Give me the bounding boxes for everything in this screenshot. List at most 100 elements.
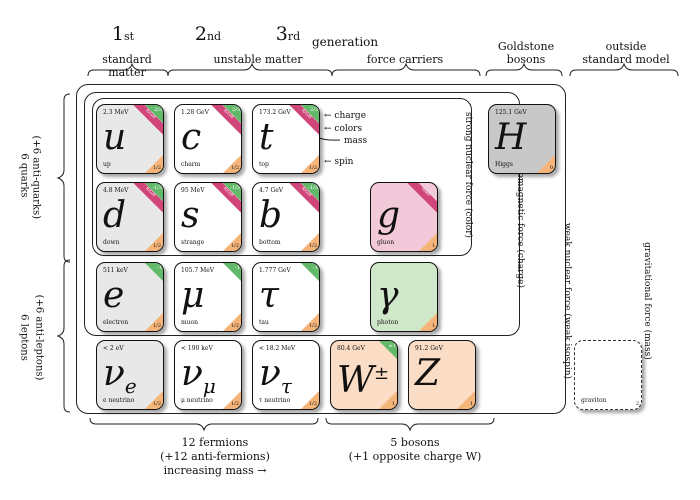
symbol: H [495,117,527,158]
symbol: s [181,195,200,236]
mass-label: 4.8 MeV [103,187,129,194]
leptons-label-line1: 6 leptons [18,314,30,361]
symbol: e [103,275,125,316]
particle-card-charm[interactable]: 1.28 GeV c charm R/G/B 2/3 1/2 [174,104,242,174]
charge-value: -1/3 [308,185,318,191]
symbol: Z [415,353,441,394]
spin-value: 1/2 [308,243,317,249]
gen2-label: 2nd [194,23,222,45]
symbol: g [377,195,401,236]
mass-label: 2.3 MeV [103,109,129,116]
charge-value: -1 [157,265,162,271]
particle-card-up[interactable]: 2.3 MeV u up R/G/B 2/3 1/2 [96,104,164,174]
particle-card-higgs[interactable]: 125.1 GeV H Higgs 0 [488,104,556,174]
symbol: γ [377,275,399,316]
outside-label: outside [605,40,647,53]
particle-card-tau[interactable]: 1.777 GeV τ tau -1 1/2 [252,262,320,332]
fermions-line3: increasing mass → [163,464,267,477]
brace-goldstone [485,62,563,77]
em-force-box [84,92,520,336]
symbol: d [103,195,127,236]
spin-value: 1/2 [152,243,161,249]
particle-card-bottom[interactable]: 4.7 GeV b bottom R/G/B -1/3 1/2 [252,182,320,252]
generation-label: generation [312,35,379,49]
particle-card-gluon[interactable]: g gluon color 1 [370,182,438,252]
name-label: electron [103,319,129,326]
spin-value: 1/2 [230,323,239,329]
spin-value: 1 [431,243,435,249]
legend-spin: ← spin [324,157,354,167]
gen3-label: 3rd [275,23,301,45]
name-label: down [103,239,120,246]
spin-value: 2 [635,401,639,407]
charge-value: -1/3 [230,185,240,191]
mass-label: 173.2 GeV [259,109,291,116]
charge-corner [223,263,241,281]
grav-force-label: gravitational force (mass) [642,242,652,360]
spin-corner [223,391,241,409]
spin-value: 1/2 [152,323,161,329]
mass-label: 1.777 GeV [259,267,291,274]
mass-label: 105.7 MeV [181,267,215,274]
spin-value: 1/2 [152,401,161,407]
name-label: gluon [377,239,395,246]
name-label: muon [181,319,199,326]
particle-card-photon[interactable]: γ photon 1 [370,262,438,332]
charge-value: 2/3 [231,107,240,113]
gen1-label: 1st [111,23,135,45]
fermions-line2: (+12 anti-fermions) [160,450,270,463]
name-label: top [259,161,269,168]
quarks-label-line2: (+6 anti-quarks) [30,135,42,220]
particle-card-top[interactable]: 173.2 GeV t top R/G/B 2/3 1/2 [252,104,320,174]
brace-fermions [89,417,319,432]
brace-force-carriers [331,62,481,77]
spin-corner [145,313,163,331]
name-label: strange [181,239,205,246]
spin-corner [419,233,437,251]
legend-charge: ← charge [324,111,367,121]
spin-value: 1 [391,401,395,407]
charge-corner [145,263,163,281]
spin-corner [301,155,319,173]
particle-card-graviton[interactable]: graviton 2 [574,340,642,410]
spin-value: 1/2 [308,323,317,329]
mass-label: < 190 keV [181,345,213,352]
name-label: tau [259,319,269,326]
name-label: τ neutrino [259,397,291,404]
goldstone-label: Goldstone [497,40,555,53]
particle-card-z-boson[interactable]: 91.2 GeV Z 1 [408,340,476,410]
brace-bosons [325,417,495,432]
charge-value: ±1 [388,343,396,349]
mass-label: 511 keV [103,267,128,274]
particle-card-down[interactable]: 4.8 MeV d down R/G/B -1/3 1/2 [96,182,164,252]
charge-value: -1 [313,265,318,271]
brace-standard-matter [87,62,169,77]
name-label: graviton [581,397,607,404]
spin-value: 1/2 [152,165,161,171]
name-label: Higgs [495,161,513,168]
spin-corner [145,233,163,251]
spin-value: 1/2 [230,401,239,407]
symbol: t [259,117,274,158]
legend-mass: mass [344,136,368,146]
spin-corner [301,391,319,409]
name-label: bottom [259,239,281,246]
particle-card-w-boson[interactable]: 80.4 GeV W± ±1 1 [330,340,398,410]
name-label: photon [377,319,399,326]
particle-card-tau-neutrino[interactable]: < 18.2 MeV ντ τ neutrino 1/2 [252,340,320,410]
name-label: μ neutrino [181,397,213,404]
particle-card-muon[interactable]: 105.7 MeV μ muon -1 1/2 [174,262,242,332]
spin-value: 0 [549,165,553,171]
spin-corner [223,155,241,173]
brace-quarks [56,93,71,263]
particle-card-mu-neutrino[interactable]: < 190 keV νμ μ neutrino 1/2 [174,340,242,410]
weak-force-label: weak nuclear force (weak isospin) [562,222,572,380]
charge-value: -1/3 [152,185,162,191]
mass-label: 1.28 GeV [181,109,209,116]
particle-card-strange[interactable]: 95 MeV s strange R/G/B -1/3 1/2 [174,182,242,252]
particle-card-electron[interactable]: 511 keV e electron -1 1/2 [96,262,164,332]
brace-leptons [56,259,71,413]
mass-label: 80.4 GeV [337,345,365,352]
particle-card-e-neutrino[interactable]: < 2 eV νe e neutrino 1/2 [96,340,164,410]
